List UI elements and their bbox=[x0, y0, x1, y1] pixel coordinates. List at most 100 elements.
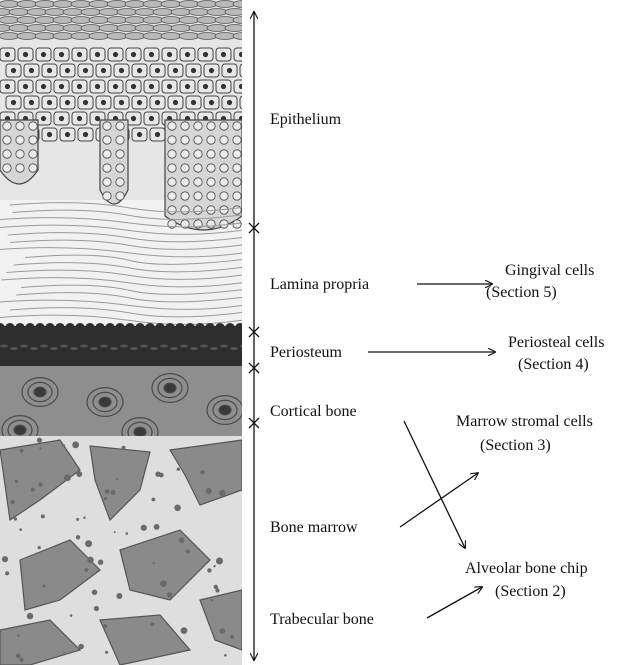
surface-cell bbox=[107, 17, 127, 24]
marrow-cell-dot bbox=[111, 490, 116, 495]
periosteum-fiber bbox=[140, 345, 148, 348]
ridge-cell bbox=[220, 150, 228, 158]
marrow-cell-dot bbox=[160, 580, 167, 587]
surface-cell bbox=[153, 25, 173, 32]
osteon-ring bbox=[14, 425, 26, 435]
cell-nucleus bbox=[221, 52, 226, 57]
marrow-cell-dot bbox=[38, 546, 41, 549]
ridge-cell bbox=[168, 164, 176, 172]
marrow-cell-dot bbox=[116, 478, 118, 480]
cell-nucleus bbox=[83, 132, 88, 137]
cell-nucleus bbox=[65, 68, 70, 73]
surface-cell bbox=[99, 9, 119, 16]
surface-cell bbox=[215, 1, 235, 8]
ridge-cell bbox=[116, 150, 124, 158]
ridge-cell bbox=[181, 136, 189, 144]
cell-nucleus bbox=[47, 132, 52, 137]
marrow-cell-dot bbox=[39, 447, 41, 449]
ridge-cell bbox=[16, 150, 24, 158]
cell-nucleus bbox=[185, 84, 190, 89]
ridge-cell bbox=[194, 136, 202, 144]
marrow-cell-dot bbox=[43, 584, 46, 587]
marrow-cell-dot bbox=[87, 557, 94, 564]
marrow-cell-dot bbox=[30, 488, 34, 492]
marrow-cell-dot bbox=[19, 528, 22, 531]
ridge-cell bbox=[220, 136, 228, 144]
periosteum-bump bbox=[25, 323, 35, 333]
periosteum-bump bbox=[35, 323, 45, 333]
label-lamina-propria: Lamina propria bbox=[270, 276, 369, 293]
osteon-ring bbox=[164, 383, 176, 393]
target-periosteal-section: (Section 4) bbox=[518, 356, 589, 373]
periosteum-fiber bbox=[30, 347, 38, 350]
surface-cell bbox=[135, 25, 155, 32]
marrow-cell-dot bbox=[103, 624, 107, 628]
cell-nucleus bbox=[239, 52, 244, 57]
surface-cell bbox=[233, 17, 253, 24]
surface-cell bbox=[89, 1, 109, 8]
cell-nucleus bbox=[41, 116, 46, 121]
ridge-cell bbox=[194, 206, 202, 214]
surface-cell bbox=[143, 17, 163, 24]
periosteum-bump bbox=[115, 323, 125, 333]
marrow-cell-dot bbox=[104, 497, 107, 500]
marrow-cell-dot bbox=[155, 472, 160, 477]
ridge-cell bbox=[220, 122, 228, 130]
cell-nucleus bbox=[149, 52, 154, 57]
cell-nucleus bbox=[155, 100, 160, 105]
marrow-cell-dot bbox=[141, 525, 147, 531]
osteon-ring bbox=[134, 427, 146, 437]
surface-cell bbox=[63, 25, 83, 32]
surface-cell bbox=[117, 9, 137, 16]
marrow-cell-dot bbox=[177, 468, 180, 471]
surface-cell bbox=[171, 9, 191, 16]
target-periosteal-cells: Periosteal cells bbox=[508, 334, 604, 351]
marrow-cell-dot bbox=[76, 471, 82, 477]
cell-nucleus bbox=[191, 68, 196, 73]
cell-nucleus bbox=[245, 132, 250, 137]
surface-cell bbox=[27, 25, 47, 32]
ridge-cell bbox=[207, 192, 215, 200]
cell-nucleus bbox=[203, 84, 208, 89]
marrow-cell-dot bbox=[64, 474, 71, 481]
marrow-cell-dot bbox=[27, 613, 33, 619]
ridge-cell bbox=[168, 192, 176, 200]
marrow-cell-dot bbox=[14, 517, 17, 520]
marrow-cell-dot bbox=[19, 658, 23, 662]
periosteum-bump bbox=[145, 323, 155, 333]
epithelial-cell bbox=[240, 64, 255, 77]
surface-cell bbox=[179, 17, 199, 24]
cell-nucleus bbox=[167, 84, 172, 89]
periosteum-fiber bbox=[80, 345, 88, 348]
ridge-cell bbox=[29, 122, 37, 130]
surface-cell bbox=[197, 17, 217, 24]
ridge-cell bbox=[116, 122, 124, 130]
periosteum-bump bbox=[175, 323, 185, 333]
ridge-cell bbox=[207, 178, 215, 186]
marrow-cell-dot bbox=[126, 532, 129, 535]
surface-cell bbox=[17, 17, 37, 24]
marrow-cell-dot bbox=[10, 500, 14, 504]
marrow-cell-dot bbox=[62, 444, 65, 447]
surface-cell bbox=[215, 33, 235, 40]
marrow-cell-dot bbox=[20, 449, 24, 453]
marrow-cell-dot bbox=[153, 562, 155, 564]
cell-nucleus bbox=[95, 84, 100, 89]
ridge-cell bbox=[3, 136, 11, 144]
surface-cell bbox=[107, 1, 127, 8]
surface-cell bbox=[225, 25, 245, 32]
surface-cell bbox=[27, 9, 47, 16]
surface-cell bbox=[179, 33, 199, 40]
target-alveolar-bone-chip: Alveolar bone chip bbox=[465, 560, 588, 577]
surface-cell bbox=[53, 33, 73, 40]
periosteum-fiber bbox=[90, 347, 98, 350]
marrow-cell-dot bbox=[179, 537, 185, 543]
surface-cell bbox=[135, 9, 155, 16]
cell-nucleus bbox=[119, 68, 124, 73]
marrow-cell-dot bbox=[17, 634, 19, 636]
periosteum-fiber bbox=[70, 347, 78, 350]
periosteum-fiber bbox=[120, 345, 128, 348]
ridge-cell bbox=[233, 164, 241, 172]
ridge-cell bbox=[233, 178, 241, 186]
marrow-cell-dot bbox=[92, 590, 98, 596]
